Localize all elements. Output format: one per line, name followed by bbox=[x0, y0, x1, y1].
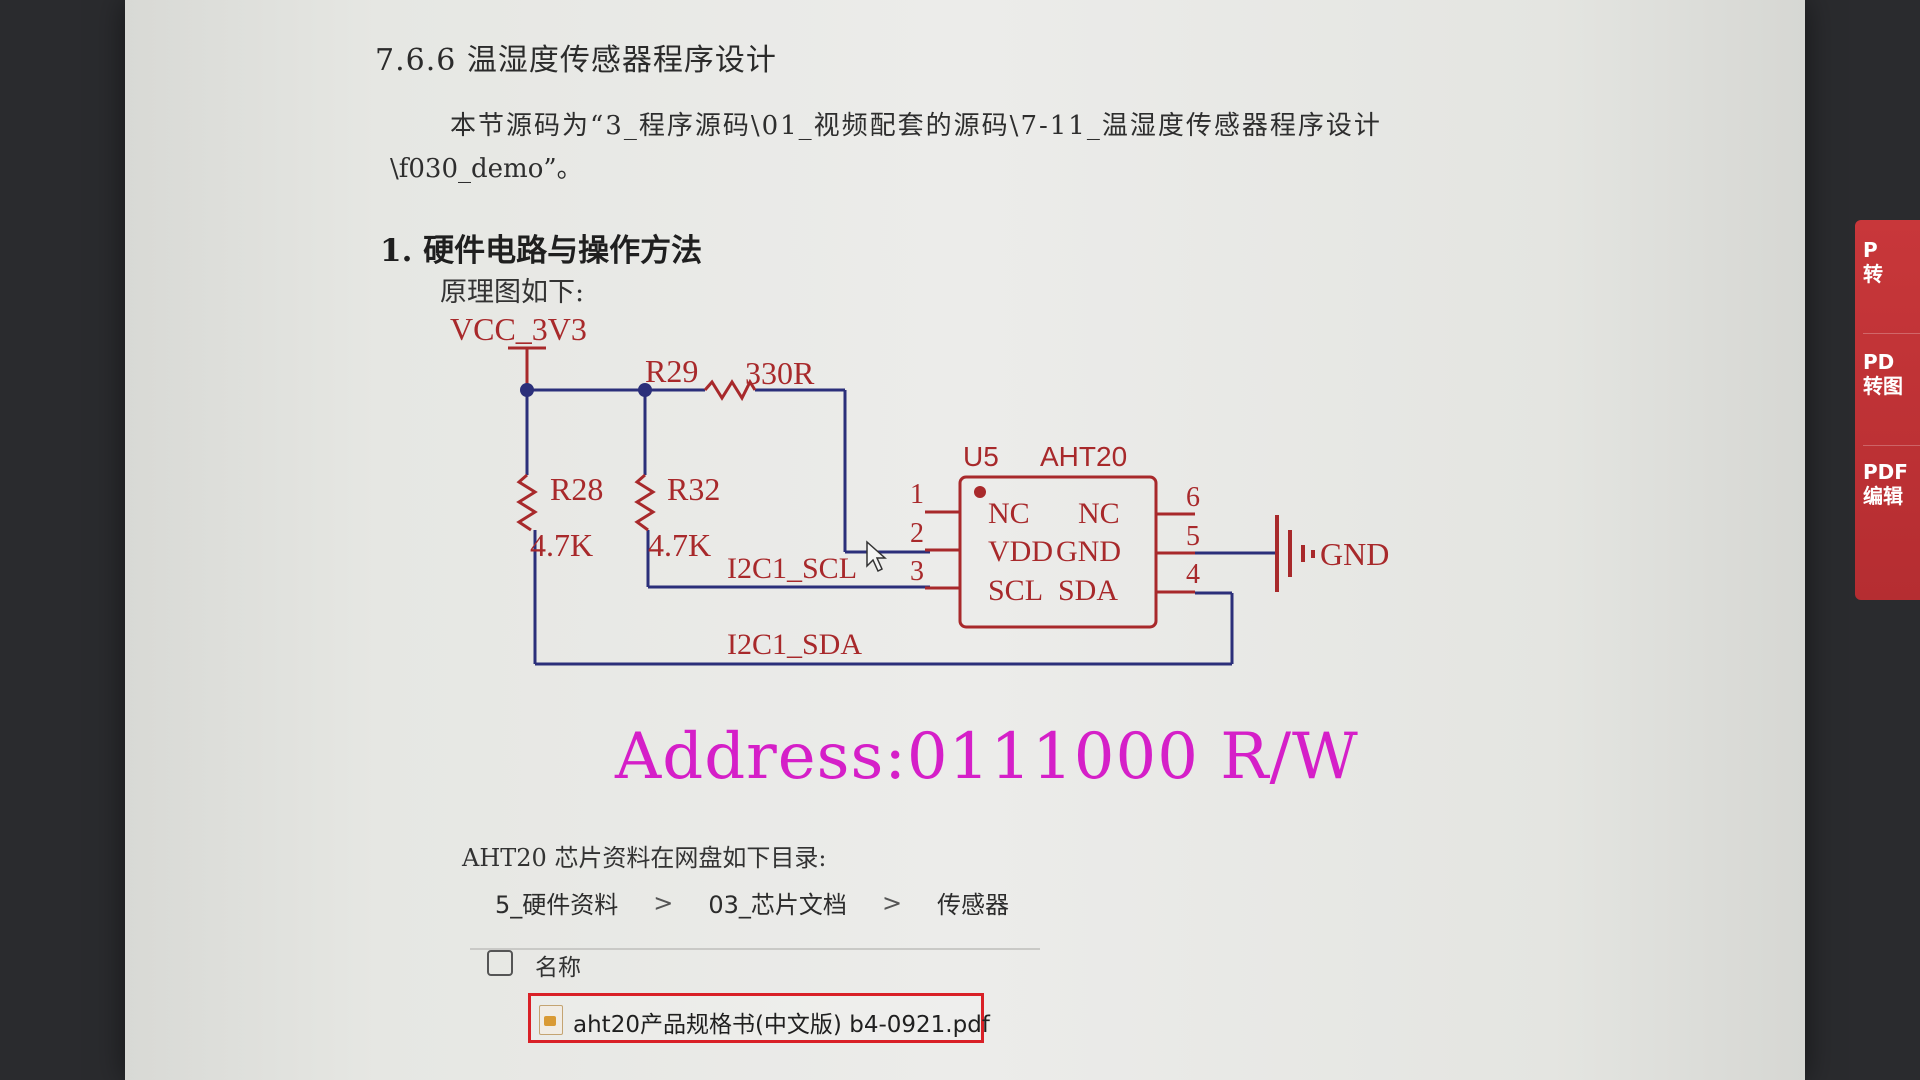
gnd-symbol-label: GND bbox=[1320, 536, 1389, 572]
r29-label: R29 bbox=[645, 353, 698, 389]
r32-value: 4.7K bbox=[648, 527, 711, 563]
file-item-aht20-pdf[interactable]: aht20产品规格书(中文版) b4-0921.pdf bbox=[528, 993, 990, 1043]
pin3-number: 3 bbox=[910, 556, 924, 587]
document-page bbox=[125, 0, 1805, 1080]
column-name[interactable]: 名称 bbox=[535, 955, 581, 981]
list-divider bbox=[470, 948, 1040, 950]
net-sda-label: I2C1_SDA bbox=[727, 628, 862, 661]
pin-vdd: VDD bbox=[988, 535, 1053, 568]
pdf-tool-convert[interactable]: P 转 bbox=[1863, 238, 1920, 334]
pin-nc-left: NC bbox=[988, 497, 1030, 530]
source-path-line2: \f030_demo”。 bbox=[390, 154, 583, 184]
pin6-number: 6 bbox=[1186, 482, 1200, 513]
pdf-tools-panel: P 转 PD 转图 PDF 编辑 bbox=[1855, 220, 1920, 600]
pin5-number: 5 bbox=[1186, 521, 1200, 552]
mouse-cursor-icon bbox=[866, 540, 887, 573]
r28-label: R28 bbox=[550, 471, 603, 507]
pin-sda: SDA bbox=[1058, 574, 1118, 607]
section-title: 7.6.6 温湿度传感器程序设计 bbox=[375, 43, 777, 78]
pin-nc-right: NC bbox=[1078, 497, 1120, 530]
breadcrumb-item-hardware[interactable]: 5_硬件资料 bbox=[495, 891, 619, 919]
pdf-file-icon bbox=[539, 1005, 563, 1035]
pin-scl: SCL bbox=[988, 574, 1043, 607]
u5-label: U5 bbox=[963, 441, 999, 472]
file-list-header: 名称 bbox=[487, 950, 1027, 1000]
source-path-line1: 本节源码为“3_程序源码\01_视频配套的源码\7-11_温湿度传感器程序设计 bbox=[450, 111, 1382, 141]
pdf-tool-edit[interactable]: PDF 编辑 bbox=[1863, 460, 1908, 508]
checkbox-icon[interactable] bbox=[487, 950, 513, 976]
chip-label: AHT20 bbox=[1040, 441, 1127, 472]
pin1-marker bbox=[974, 486, 986, 498]
pin4-number: 4 bbox=[1186, 559, 1200, 590]
pin1-number: 1 bbox=[910, 479, 924, 510]
chip-doc-note: AHT20 芯片资料在网盘如下目录: bbox=[462, 844, 827, 872]
breadcrumb-separator: > bbox=[881, 888, 903, 917]
pin-gnd: GND bbox=[1056, 535, 1121, 568]
net-scl-label: I2C1_SCL bbox=[727, 552, 857, 585]
pin2-number: 2 bbox=[910, 518, 924, 549]
file-name: aht20产品规格书(中文版) b4-0921.pdf bbox=[573, 1012, 990, 1038]
breadcrumb-item-sensors[interactable]: 传感器 bbox=[937, 891, 1010, 919]
junction-dot bbox=[638, 383, 652, 397]
breadcrumb-item-chip-docs[interactable]: 03_芯片文档 bbox=[708, 891, 847, 919]
junction-dot bbox=[520, 383, 534, 397]
i2c-address: Address:0111000 R/W bbox=[615, 720, 1359, 794]
pdf-tool-convert-image[interactable]: PD 转图 bbox=[1863, 350, 1920, 446]
breadcrumb-separator: > bbox=[653, 888, 674, 917]
r32-label: R32 bbox=[667, 471, 720, 507]
r28-value: 4.7K bbox=[530, 527, 593, 563]
schematic-caption: 原理图如下: bbox=[440, 277, 585, 308]
breadcrumb: 5_硬件资料 > 03_芯片文档 > 传感器 bbox=[495, 885, 1009, 920]
r29-value: 330R bbox=[745, 355, 815, 391]
vcc-label: VCC_3V3 bbox=[450, 311, 587, 347]
subsection-heading: 1. 硬件电路与操作方法 bbox=[380, 233, 703, 269]
